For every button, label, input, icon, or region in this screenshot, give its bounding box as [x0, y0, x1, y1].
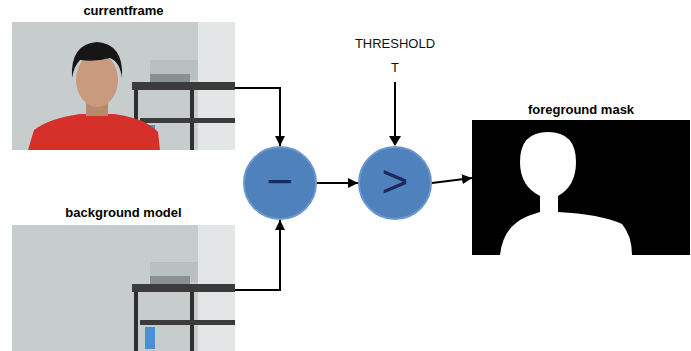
wall	[12, 22, 235, 150]
device	[150, 74, 190, 82]
device	[150, 276, 190, 284]
red-shirt	[28, 114, 160, 150]
threshold-symbol: T	[370, 60, 420, 75]
shelf-post	[134, 292, 138, 351]
shelf-middle	[140, 320, 235, 325]
image-caption: background model	[12, 204, 235, 221]
subtract-circle: −	[243, 146, 317, 220]
hair	[72, 42, 122, 78]
photo-frame: background model	[12, 204, 235, 351]
wall	[12, 225, 235, 351]
image-caption: currentframe	[12, 2, 235, 19]
image-caption: foreground mask	[472, 101, 690, 118]
threshold-arrow	[394, 82, 396, 136]
compare-circle: >	[358, 146, 432, 220]
mask-ground	[472, 120, 690, 255]
silhouette	[500, 132, 632, 255]
operator-symbol: −	[267, 158, 294, 204]
shelf-middle	[140, 118, 235, 123]
shelf-top	[132, 82, 235, 90]
flow-arrow	[432, 178, 472, 183]
face	[76, 53, 118, 107]
background-model-photo	[12, 225, 235, 351]
flow-arrow	[235, 220, 280, 290]
shelf-top	[132, 284, 235, 292]
threshold-arrowhead	[389, 136, 401, 146]
threshold-label: THRESHOLD	[330, 36, 460, 51]
flow-arrow	[317, 182, 358, 184]
bottle	[145, 327, 155, 349]
current-frame-photo	[12, 22, 235, 150]
flow-arrow	[235, 88, 280, 146]
operator-symbol: >	[382, 158, 409, 204]
foreground-mask-image	[472, 120, 690, 255]
mask-frame: foreground mask	[472, 101, 690, 255]
photo-frame: currentframe	[12, 2, 235, 150]
